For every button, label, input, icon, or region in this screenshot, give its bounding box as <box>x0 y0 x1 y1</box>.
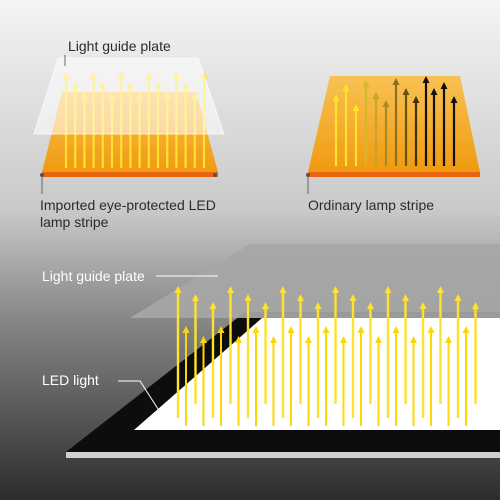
panel-arrow-rear <box>410 336 417 426</box>
panel-arrow <box>297 294 304 404</box>
panel-arrow-rear <box>217 326 225 426</box>
panel-arrow <box>332 286 339 404</box>
ordinary-arrow <box>430 88 438 166</box>
bottom-light-guide-plate-label: Light guide plate <box>42 268 145 284</box>
panel-arrow-rear <box>252 326 260 426</box>
ordinary-stripe-marker <box>306 173 310 177</box>
ordinary-arrow <box>422 76 430 166</box>
top-light-guide-plate <box>33 57 225 135</box>
ordinary-arrow <box>450 96 458 166</box>
panel-arrow-rear <box>357 326 365 426</box>
ordinary-arrow <box>402 88 410 166</box>
imported-stripe-marker-right <box>213 173 217 177</box>
panel-arrow <box>244 294 252 418</box>
bottom-panel-assembly <box>66 244 500 458</box>
panel-arrow <box>419 302 427 418</box>
panel-arrow-rear <box>182 326 190 426</box>
ordinary-label: Ordinary lamp stripe <box>308 197 435 213</box>
ordinary-lamp-assembly <box>306 76 480 194</box>
imported-lamp-stripe <box>42 172 218 177</box>
panel-arrow-rear <box>200 336 207 426</box>
panel-arrow-rear <box>445 336 452 426</box>
ordinary-arrow <box>382 100 390 166</box>
ordinary-arrow <box>440 82 448 166</box>
panel-arrow-rear <box>427 326 435 426</box>
panel-arrow-rear <box>375 336 382 426</box>
ordinary-arrow <box>342 84 350 166</box>
ordinary-light-arrows <box>332 76 458 166</box>
panel-arrow <box>192 294 199 404</box>
panel-base-edge <box>66 452 500 458</box>
imported-label-line1: Imported eye-protected LED <box>40 197 216 213</box>
ordinary-arrow <box>332 94 340 166</box>
panel-arrow-rear <box>392 326 400 426</box>
imported-stripe-marker <box>40 173 44 177</box>
imported-lamp-assembly <box>33 55 225 194</box>
led-light-leader <box>118 380 161 413</box>
panel-arrow-rear <box>287 326 295 426</box>
panel-arrow-rear <box>270 336 277 426</box>
panel-arrow <box>472 302 479 404</box>
panel-arrow-rear <box>235 336 242 426</box>
panel-arrow <box>437 286 444 404</box>
ordinary-arrow <box>392 78 400 166</box>
panel-arrow <box>227 286 234 404</box>
ordinary-lamp-stripe <box>308 172 480 177</box>
panel-arrow <box>349 294 357 418</box>
panel-arrow-rear <box>340 336 347 426</box>
ordinary-lamp-body <box>308 76 480 172</box>
panel-light-arrows <box>174 286 479 426</box>
panel-arrow <box>279 286 287 418</box>
ordinary-arrow <box>362 80 370 166</box>
panel-arrow <box>314 302 322 418</box>
ordinary-arrow <box>412 96 420 166</box>
panel-arrow <box>454 294 462 418</box>
panel-arrow <box>367 302 374 404</box>
panel-arrow-rear <box>462 326 470 426</box>
top-light-guide-plate-label: Light guide plate <box>68 38 171 54</box>
led-light-label: LED light <box>42 372 99 388</box>
panel-arrow-rear <box>322 326 330 426</box>
panel-arrow <box>174 286 182 418</box>
ordinary-arrow <box>372 92 380 166</box>
panel-arrow <box>402 294 409 404</box>
panel-arrow <box>262 302 269 404</box>
panel-arrow <box>384 286 392 418</box>
ordinary-arrow <box>352 104 360 166</box>
imported-label-line2: lamp stripe <box>40 214 109 230</box>
panel-arrow-rear <box>305 336 312 426</box>
panel-arrow <box>209 302 217 418</box>
